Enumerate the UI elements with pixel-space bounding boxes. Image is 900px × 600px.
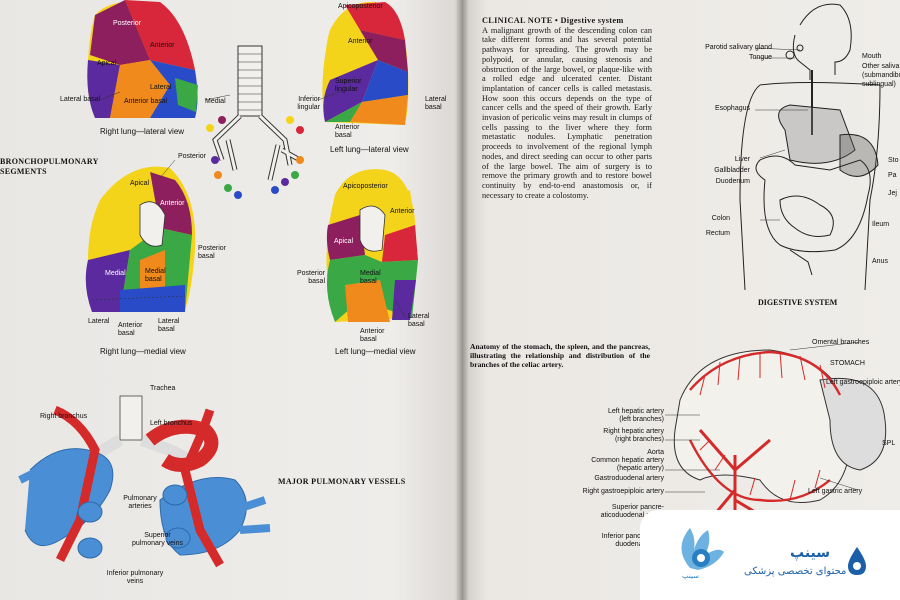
digestive-label: Sto [888,157,899,164]
digestive-caption: DIGESTIVE SYSTEM [758,298,838,307]
water-drop-icon [848,547,866,575]
stomach-label: Common hepatic artery [591,457,664,464]
digestive-label: sublingual) [862,81,896,88]
brand-title: سینپ [790,545,831,561]
vessel-label: Superior pulmonary veins [132,532,183,547]
outer-label: Lateral [88,318,110,325]
digestive-label: (submandibu [862,72,900,79]
right-page [462,0,900,600]
outer-label: Inferior lingular [297,96,320,111]
stomach-label: Gastroduodenal artery [594,475,664,482]
segment-label: Anterior [390,208,415,215]
left-medial-caption: Left lung—medial view [335,347,416,356]
digestive-label: Other saliva [862,63,900,70]
right-lung-lateral-illustration [87,0,198,118]
vessel-label: Left bronchus [150,420,193,427]
segment-label: Apicoposterior [343,183,388,190]
stomach-label: SPL [882,440,896,447]
segment-label: Anterior [348,38,373,45]
stomach-label: aticoduodenal artery [600,512,664,519]
leader-lines [99,47,861,493]
right-lung-medial-illustration [85,166,196,312]
vessel-label: Trachea [150,385,176,392]
outer-label: Posterior basal [198,245,227,260]
segment-label: Apical [97,60,117,67]
digestive-label: Colon [711,215,730,222]
segment-label: Lateral [150,84,172,91]
stomach-label: Aorta [647,449,664,456]
digestive-label: Rectum [705,230,730,237]
brand-logo-caption: سینپ [682,572,699,580]
stomach-label: (right branches) [614,436,664,443]
stomach-artery-illustration [673,349,887,521]
outer-label: Lateral basal [408,313,430,328]
bronchial-tree-illustration [206,45,304,199]
stomach-label: Omental branches [812,339,870,346]
stomach-label: Left gastroepiploic artery [826,379,900,386]
brand-logo-icon [681,528,724,570]
clinical-note-body: A malignant growth of the descending col… [482,25,652,200]
outer-label: Anterior basal [360,328,385,343]
segment-label: Medial basal [145,268,166,283]
stomach-label: Left hepatic artery [607,408,664,415]
digestive-label: Pa [888,172,897,179]
left-lung-medial-illustration [326,169,418,322]
right-medial-caption: Right lung—medial view [100,347,186,356]
vessel-label: Inferior pulmonary veins [106,570,164,585]
pulmonary-vessels-title: MAJOR PULMONARY VESSELS [278,477,406,486]
outer-label: Anterior basal [118,322,143,337]
digestive-label: Mouth [862,53,882,60]
digestive-label: Parotid salivary gland [705,44,772,51]
digestive-label: Ileum [872,221,890,228]
digestive-label: Gallbladder [714,167,750,174]
clinical-note-title: CLINICAL NOTE • Digestive system [482,16,624,25]
right-lateral-caption: Right lung—lateral view [100,127,185,136]
digestive-label: Duodenum [715,178,750,185]
segment-label: Anterior basal [124,98,168,105]
outer-label: Posterior [178,153,207,160]
clinical-note: CLINICAL NOTE • Digestive system A malig… [482,16,652,200]
vessel-label: Pulmonary arteries [123,495,157,510]
segment-label: Posterior [113,20,142,27]
left-lateral-caption: Left lung—lateral view [330,145,409,154]
outer-label: Posterior basal [296,270,325,285]
digestive-label: Liver [734,156,750,163]
pulmonary-vessels-illustration [18,395,271,568]
book-gutter [455,0,469,600]
digestive-label: Esophagus [714,105,750,112]
outer-label: Lateral basal [425,96,447,111]
segment-label: Apical [130,180,150,187]
segment-label: Medial [105,270,126,277]
stomach-label: Superior pancre- [611,504,664,511]
outer-label: Medial [205,98,226,105]
left-lung-lateral-illustration [322,1,409,125]
outer-label: Lateral basal [60,96,101,103]
stomach-label: Inferior pancreatico- [601,533,664,540]
outer-label: Lateral basal [158,318,180,333]
digestive-system-illustration [739,3,881,291]
segment-label: Anterior [160,200,185,207]
vessel-label: Right bronchus [40,413,88,420]
stomach-label: STOMACH [830,360,865,367]
digestive-label: Anus [872,258,888,265]
stomach-label: Left gastric artery [808,488,863,495]
stomach-label: Right gastroepiploic artery [582,488,664,495]
stomach-label: duodenal artery [615,541,664,548]
segment-label: Medial basal [360,270,381,285]
outer-label: Anterior basal [335,124,360,139]
stomach-label: (hepatic artery) [616,465,664,472]
brand-tagline: محتوای تخصصی پزشکی [744,566,847,577]
segment-label: Anterior [150,42,175,49]
stomach-caption: Anatomy of the stomach, the spleen, and … [470,342,650,370]
segment-label: Apical [334,238,354,245]
segment-label: Apicoposterior [338,3,383,10]
digestive-label: Jej [888,190,897,197]
segment-label: Superior lingular [335,78,362,93]
digestive-label: Tongue [749,54,772,61]
stomach-label: (left branches) [619,416,664,423]
stomach-label: Right hepatic artery [603,428,664,435]
